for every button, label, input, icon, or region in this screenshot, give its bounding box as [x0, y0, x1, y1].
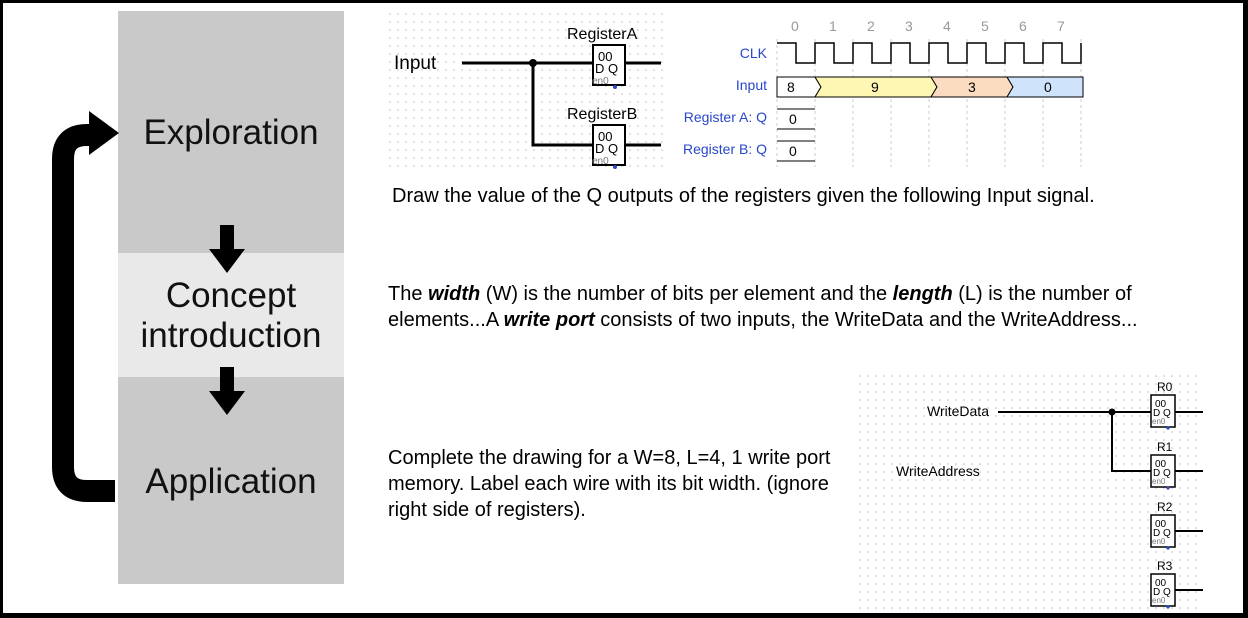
cycle-label: 1	[829, 18, 837, 34]
input-value-0: 0	[1044, 79, 1052, 95]
svg-text:D Q: D Q	[595, 61, 618, 76]
clk-label: CLK	[740, 45, 768, 61]
down-arrow-1-shaft	[220, 225, 234, 251]
register-b-label: RegisterB	[567, 106, 637, 123]
input-value-3: 3	[968, 79, 976, 95]
reg-a-bus: 0	[777, 108, 815, 130]
exploration-circuit: Input RegisterA RegisterB 00 D Q en0 00 …	[389, 13, 669, 173]
cycle-label: 6	[1019, 18, 1027, 34]
write-data-label: WriteData	[927, 403, 989, 419]
stage-concept-line1: Concept	[165, 276, 297, 315]
svg-text:D Q: D Q	[595, 141, 618, 156]
input-seg-8	[776, 76, 822, 98]
memory-register-value: 00	[1155, 399, 1167, 410]
cycle-label: 5	[981, 18, 989, 34]
concept-panel	[118, 253, 344, 377]
svg-text:en0: en0	[592, 156, 609, 167]
memory-register-label: R3	[1157, 559, 1173, 573]
clk-waveform	[777, 42, 1082, 64]
memory-register-label: R2	[1157, 500, 1173, 514]
memory-register-enable: en0	[1152, 537, 1166, 546]
memory-register-enable-pin	[1166, 546, 1170, 550]
application-panel	[118, 377, 344, 584]
svg-text:en0: en0	[592, 76, 609, 87]
memory-register-ports: D Q	[1153, 528, 1171, 539]
application-prompt: Complete the drawing for a W=8, L=4, 1 w…	[388, 447, 831, 521]
register-b-box: 00 D Q en0	[592, 124, 626, 169]
memory-register-box	[1150, 394, 1176, 428]
svg-text:00: 00	[598, 49, 612, 64]
memory-register-enable: en0	[1152, 596, 1166, 605]
memory-register-enable: en0	[1152, 417, 1166, 426]
loop-arrow-head	[89, 111, 119, 155]
term-width: width	[428, 283, 481, 305]
memory-register-enable-pin	[1166, 605, 1170, 609]
loop-arrow-shaft	[52, 124, 115, 502]
svg-text:00: 00	[598, 129, 612, 144]
memory-register-label: R1	[1157, 440, 1173, 454]
memory-register-enable-pin	[1166, 426, 1170, 430]
register-a-label: RegisterA	[567, 26, 638, 43]
input-label: Input	[394, 53, 437, 74]
memory-register-box	[1150, 573, 1176, 607]
svg-text:0: 0	[789, 143, 797, 159]
memory-register-ports: D Q	[1153, 408, 1171, 419]
memory-register-ports: D Q	[1153, 587, 1171, 598]
timing-input-label: Input	[736, 77, 767, 93]
reg-b-label: Register B: Q	[683, 141, 767, 157]
down-arrow-2-shaft	[220, 367, 234, 393]
memory-register-enable-pin	[1166, 486, 1170, 490]
cycle-label: 2	[867, 18, 875, 34]
reg-b-bus: 0	[777, 140, 815, 162]
input-value-9: 9	[871, 79, 879, 95]
process-arrows	[52, 111, 245, 502]
input-seg-0	[1006, 76, 1084, 98]
term-length: length	[892, 283, 953, 305]
memory-register-enable: en0	[1152, 477, 1166, 486]
stage-concept-line2: introduction	[140, 316, 322, 355]
cycle-label: 7	[1057, 18, 1065, 34]
exploration-panel	[118, 11, 344, 253]
stage-application: Application	[145, 462, 317, 501]
reg-a-label: Register A: Q	[684, 109, 767, 125]
memory-register-label: R0	[1157, 380, 1173, 394]
term-write-port: write port	[503, 309, 595, 331]
memory-register-value: 00	[1155, 578, 1167, 589]
svg-text:0: 0	[789, 111, 797, 127]
concept-text: The width (W) is the number of bits per …	[388, 283, 1138, 331]
write-address-label: WriteAddress	[896, 463, 980, 479]
down-arrow-1-head	[209, 249, 245, 273]
input-value-8: 8	[787, 79, 795, 95]
stage-exploration: Exploration	[143, 113, 319, 152]
cycle-label: 0	[791, 18, 799, 34]
memory-register-value: 00	[1155, 519, 1167, 530]
down-arrow-2-head	[209, 391, 245, 415]
timing-diagram: 0 1 2 3 4 5 6 7 CLK Input Register A: Q Registe…	[683, 18, 1084, 167]
exploration-prompt: Draw the value of the Q outputs of the r…	[392, 185, 1095, 207]
memory-register-ports: D Q	[1153, 468, 1171, 479]
cycle-label: 4	[943, 18, 951, 34]
input-bus: 8 9 3 0	[776, 76, 1084, 98]
slide: Exploration Concept introduction Applica…	[3, 3, 1243, 613]
cycle-label: 3	[905, 18, 913, 34]
memory-register-box	[1150, 454, 1176, 488]
memory-register-box	[1150, 514, 1176, 548]
memory-register-value: 00	[1155, 459, 1167, 470]
register-a-box: 00 D Q en0	[592, 44, 626, 89]
